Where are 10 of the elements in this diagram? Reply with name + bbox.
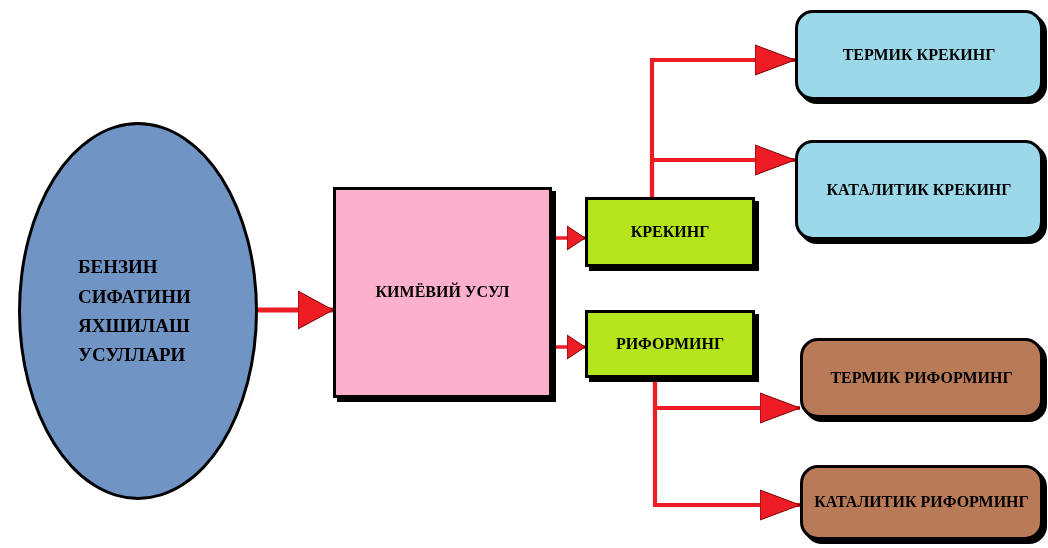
node-label: ТЕРМИК РИФОРМИНГ: [830, 367, 1013, 388]
arrow: [258, 290, 334, 330]
node-label: КАТАЛИТИК РИФОРМИНГ: [814, 492, 1029, 513]
node-label: ТЕРМИК КРЕКИНГ: [842, 44, 996, 65]
node-label: КАТАЛИТИК КРЕКИНГ: [826, 179, 1012, 200]
arrow: [649, 144, 796, 197]
node-label: КИМЁВИЙ УСУЛ: [375, 281, 510, 303]
node-label: РИФОРМИНГ: [615, 333, 725, 354]
node-label: БЕНЗИН СИФАТИНИ ЯХШИЛАШ УСУЛЛАРИ: [78, 255, 192, 368]
node-label: КРЕКИНГ: [630, 221, 710, 242]
